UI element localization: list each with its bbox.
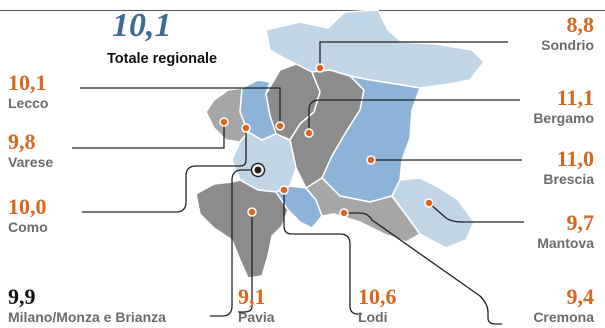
dot-bergamo	[304, 128, 314, 138]
label-cremona: 9,4 Cremona	[533, 286, 594, 326]
label-como: 10,0 Como	[8, 196, 48, 236]
leader-sondrio	[319, 41, 508, 68]
value-mantova: 9,7	[566, 210, 595, 235]
leader-lines	[72, 41, 524, 325]
value-cremona: 9,4	[566, 284, 595, 309]
label-pavia: 9,1 Pavia	[238, 286, 275, 326]
name-sondrio: Sondrio	[541, 37, 594, 53]
label-bergamo: 11,1 Bergamo	[533, 87, 594, 127]
value-pavia: 9,1	[238, 284, 266, 309]
name-lecco: Lecco	[8, 95, 49, 111]
leader-varese	[72, 122, 225, 149]
dot-mantova	[424, 198, 434, 208]
name-cremona: Cremona	[533, 309, 594, 325]
leader-bergamo	[308, 99, 520, 133]
regional-total-value: 10,1	[112, 7, 172, 44]
label-lecco: 10,1 Lecco	[8, 72, 48, 112]
label-milano-monza: 9,9 Milano/Monza e Brianza	[8, 286, 166, 326]
leader-pavia	[238, 212, 253, 313]
dot-brescia	[366, 155, 376, 165]
name-bergamo: Bergamo	[533, 110, 594, 126]
region-varese	[205, 87, 249, 143]
name-milano-monza: Milano/Monza e Brianza	[8, 309, 166, 325]
value-lecco: 10,1	[8, 70, 47, 95]
province-dots	[219, 63, 434, 218]
name-brescia: Brescia	[543, 171, 594, 187]
value-sondrio: 8,8	[566, 12, 595, 37]
leader-lecco	[80, 87, 281, 126]
name-lodi: Lodi	[358, 309, 388, 325]
province-regions	[195, 9, 485, 279]
region-milano-monza	[231, 131, 297, 193]
value-varese: 9,8	[8, 129, 36, 154]
leader-milano	[210, 169, 258, 317]
dot-milano	[254, 166, 262, 174]
leader-como	[82, 128, 247, 213]
dot-pavia	[247, 207, 257, 217]
value-brescia: 11,0	[556, 146, 594, 171]
top-rule	[0, 10, 605, 11]
value-milano-monza: 9,9	[8, 284, 36, 309]
leader-cremona	[344, 212, 502, 325]
name-mantova: Mantova	[537, 235, 594, 251]
regional-total-label: Totale regionale	[107, 51, 218, 67]
label-sondrio: 8,8 Sondrio	[541, 14, 594, 54]
value-lodi: 10,6	[358, 284, 397, 309]
dot-cremona	[339, 208, 349, 218]
dot-lodi	[279, 185, 289, 195]
label-brescia: 11,0 Brescia	[543, 148, 594, 188]
dot-sondrio	[315, 63, 325, 73]
leader-lodi	[283, 190, 362, 315]
dot-lecco	[275, 121, 285, 131]
value-como: 10,0	[8, 194, 47, 219]
region-cremona	[305, 177, 421, 243]
name-varese: Varese	[8, 154, 54, 170]
label-varese: 9,8 Varese	[8, 131, 53, 171]
label-mantova: 9,7 Mantova	[537, 212, 594, 252]
name-pavia: Pavia	[238, 309, 275, 325]
region-pavia	[195, 179, 289, 279]
label-lodi: 10,6 Lodi	[358, 286, 397, 326]
dot-como	[241, 123, 251, 133]
value-bergamo: 11,1	[556, 85, 594, 110]
leader-mantova	[428, 202, 524, 223]
dot-varese	[219, 117, 229, 127]
name-como: Como	[8, 219, 48, 235]
